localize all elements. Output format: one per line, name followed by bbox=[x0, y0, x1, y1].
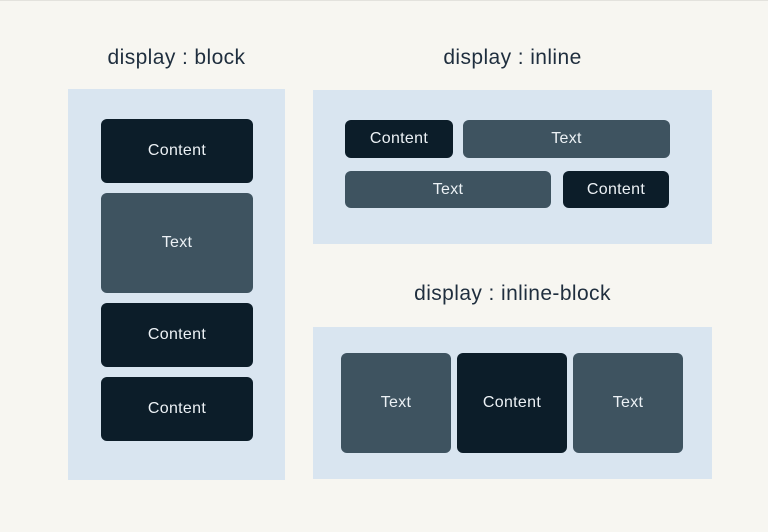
content-box-label: Content bbox=[369, 130, 429, 147]
content-box-label: Content bbox=[147, 142, 207, 159]
content-box-label: Content bbox=[586, 180, 646, 198]
content-box-label: Content bbox=[147, 400, 207, 417]
text-box-label: Text bbox=[551, 130, 582, 147]
content-box: Content bbox=[101, 303, 253, 367]
content-box: Content bbox=[101, 377, 253, 441]
content-box-label: Content bbox=[482, 394, 542, 411]
content-box: Content bbox=[101, 119, 253, 183]
inline-row: Text Content bbox=[345, 171, 712, 208]
inline-block-panel: Text Content Text bbox=[313, 327, 712, 479]
text-box-label: Text bbox=[612, 394, 644, 411]
text-box-label: Text bbox=[432, 180, 464, 198]
content-box: Content bbox=[345, 120, 453, 158]
inline-block-section-title: display : inline-block bbox=[414, 282, 611, 305]
block-section-title: display : block bbox=[107, 46, 246, 69]
text-box: Text bbox=[341, 353, 451, 453]
inline-row: Content Text bbox=[345, 120, 712, 158]
text-box: Text bbox=[573, 353, 683, 453]
text-box-label: Text bbox=[380, 394, 412, 411]
inline-panel: Content Text Text Content bbox=[313, 90, 712, 244]
inline-section-title: display : inline bbox=[443, 46, 582, 69]
block-panel: Content Text Content Content bbox=[68, 89, 285, 480]
text-box: Text bbox=[345, 171, 551, 208]
text-box: Text bbox=[463, 120, 670, 158]
text-box-label: Text bbox=[161, 234, 193, 251]
text-box: Text bbox=[101, 193, 253, 293]
content-box-label: Content bbox=[147, 326, 207, 343]
content-box: Content bbox=[457, 353, 567, 453]
content-box: Content bbox=[563, 171, 669, 208]
